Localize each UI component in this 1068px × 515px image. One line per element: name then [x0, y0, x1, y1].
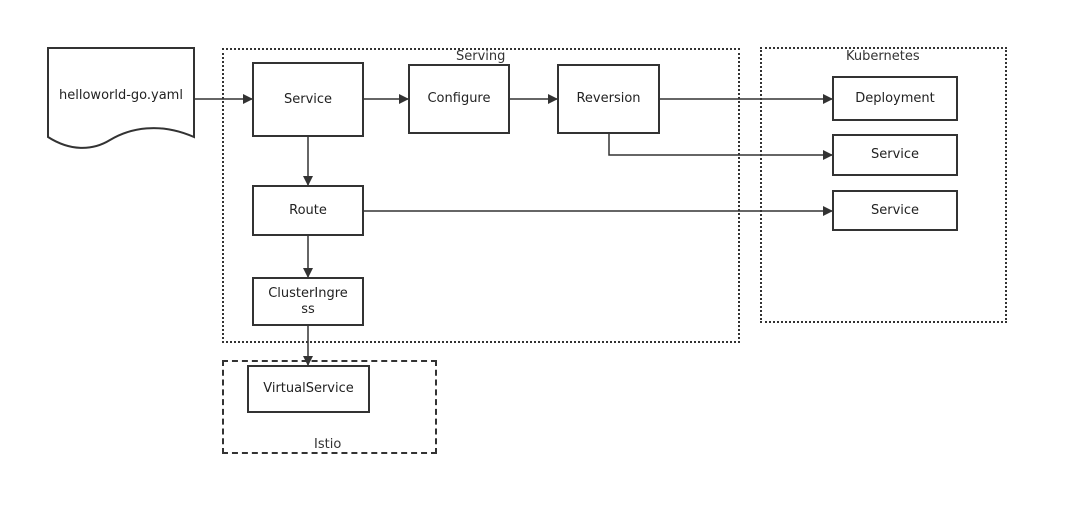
- route-node-label: Route: [289, 202, 327, 218]
- virtualservice-node: VirtualService: [247, 365, 370, 413]
- route-node: Route: [252, 185, 364, 236]
- kubernetes-group: [760, 47, 1007, 323]
- clusteringress-node: ClusterIngress: [252, 277, 364, 326]
- edge-reversion-to-k8s-service: [608, 134, 833, 160]
- k8s-service-node-2-label: Service: [870, 202, 920, 218]
- serving-group-label: Serving: [456, 49, 506, 64]
- configure-node: Configure: [408, 64, 510, 134]
- service-node-label: Service: [283, 91, 333, 107]
- k8s-service-node-1: Service: [832, 134, 958, 176]
- k8s-service-node-1-label: Service: [870, 147, 920, 162]
- service-node: Service: [252, 62, 364, 137]
- yaml-document-shape: [47, 47, 195, 149]
- configure-node-label: Configure: [427, 91, 491, 106]
- yaml-file-label: helloworld-go.yaml: [59, 88, 183, 103]
- reversion-node-label: Reversion: [576, 91, 641, 106]
- clusteringress-node-label: ClusterIngress: [268, 285, 348, 317]
- istio-group: [222, 360, 437, 454]
- serving-group: [222, 48, 740, 343]
- k8s-deployment-node-label: Deployment: [855, 90, 935, 106]
- k8s-service-node-2: Service: [832, 190, 958, 231]
- kubernetes-group-label: Kubernetes: [846, 49, 920, 64]
- virtualservice-node-label: VirtualService: [263, 381, 354, 396]
- k8s-deployment-node: Deployment: [832, 76, 958, 121]
- istio-group-label: Istio: [314, 437, 342, 452]
- reversion-node: Reversion: [557, 64, 660, 134]
